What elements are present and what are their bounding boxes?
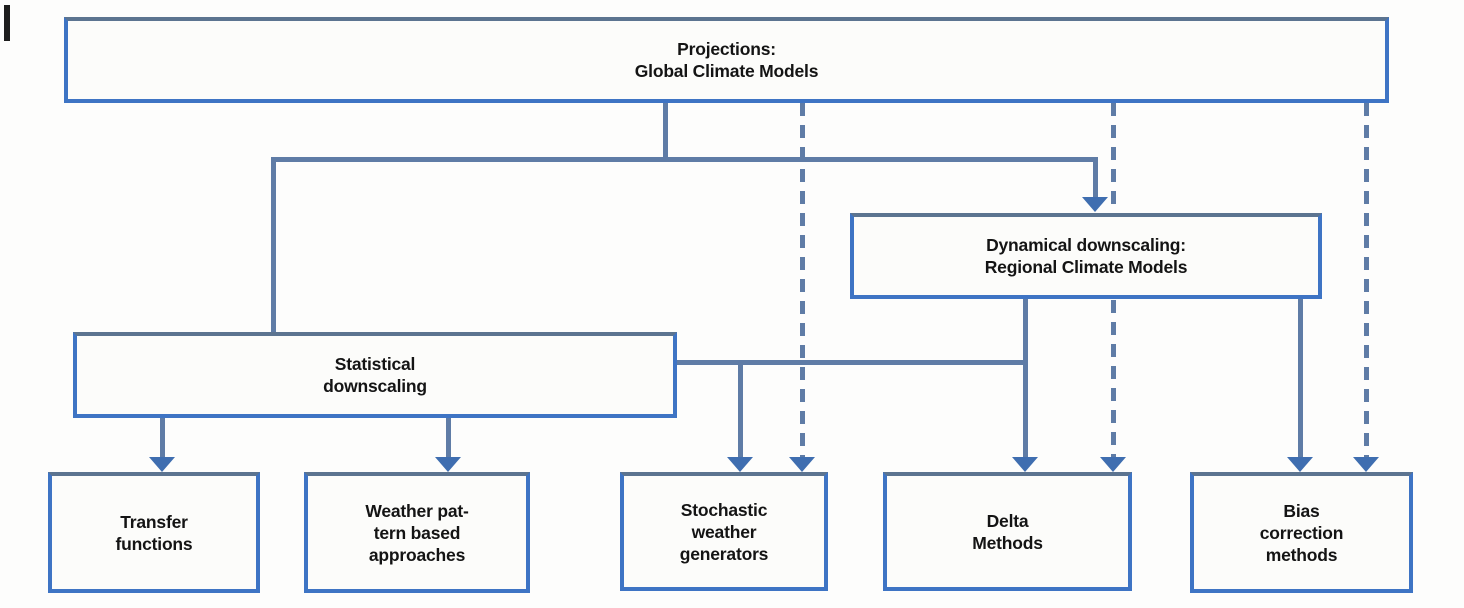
scan-artifact-mark — [4, 5, 10, 41]
arrowhead-delta-solid — [1012, 457, 1038, 472]
connector-dynamical-bias — [1298, 297, 1303, 457]
arrowhead-bias-dashed — [1353, 457, 1379, 472]
arrowhead-delta-dashed — [1100, 457, 1126, 472]
arrowhead-bias-solid — [1287, 457, 1313, 472]
arrowhead-transfer — [149, 457, 175, 472]
node-delta-methods: Delta Methods — [883, 472, 1132, 591]
arrowhead-stochastic-solid — [727, 457, 753, 472]
arrowhead-stochastic-dashed — [789, 457, 815, 472]
connector-to-dynamical — [1093, 157, 1098, 199]
node-weather-pattern-approaches: Weather pat- tern based approaches — [304, 472, 530, 593]
connector-to-statistical — [271, 157, 276, 335]
node-statistical-downscaling: Statistical downscaling — [73, 332, 677, 418]
connector-split-horizontal — [271, 157, 1098, 162]
node-projections-global-climate-models: Projections: Global Climate Models — [64, 17, 1389, 103]
connector-statistical-weather — [446, 418, 451, 458]
connector-dynamical-delta — [1023, 297, 1028, 457]
connector-dashed-delta-upper — [1111, 103, 1116, 211]
node-stochastic-weather-generators: Stochastic weather generators — [620, 472, 828, 591]
connector-solid-stochastic — [738, 360, 743, 457]
connector-dashed-delta-lower — [1111, 300, 1116, 457]
connector-dashed-bias — [1364, 103, 1369, 457]
node-dynamical-downscaling: Dynamical downscaling: Regional Climate … — [850, 213, 1322, 299]
connector-dashed-stochastic — [800, 103, 805, 457]
connector-statistical-transfer — [160, 418, 165, 458]
arrowhead-dynamical — [1082, 197, 1108, 212]
node-transfer-functions: Transfer functions — [48, 472, 260, 593]
connector-statistical-right-horizontal — [677, 360, 1028, 365]
connector-projections-stem — [663, 100, 668, 162]
arrowhead-weather — [435, 457, 461, 472]
node-bias-correction-methods: Bias correction methods — [1190, 472, 1413, 593]
